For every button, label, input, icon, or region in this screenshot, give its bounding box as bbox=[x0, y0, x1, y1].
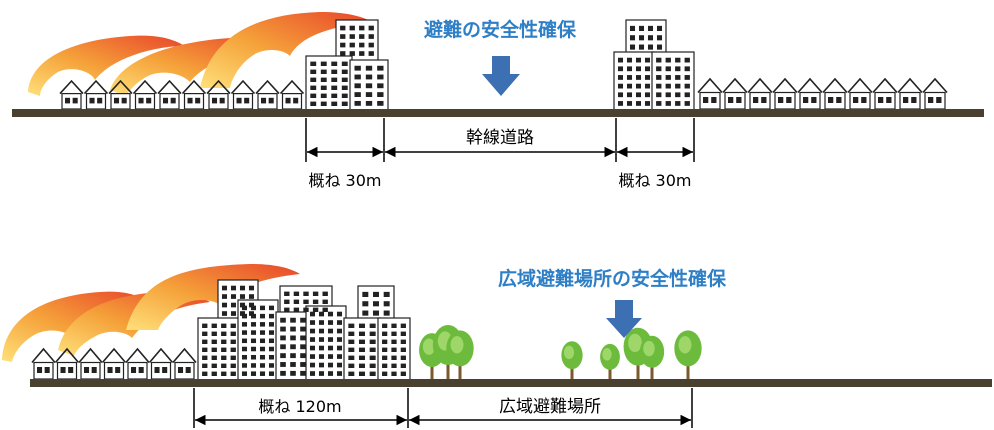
house-icon bbox=[181, 79, 207, 110]
house-icon bbox=[148, 347, 174, 380]
house-icon bbox=[83, 79, 109, 110]
tree-icon bbox=[639, 335, 665, 379]
dimension-lines-bottom bbox=[193, 388, 693, 428]
building-cluster-dense bbox=[197, 279, 411, 381]
house-icon bbox=[132, 79, 158, 110]
house-icon bbox=[255, 79, 280, 110]
dimension-lines-top bbox=[305, 118, 695, 162]
evacuation-site-label: 広域避難場所 bbox=[499, 397, 601, 417]
house-icon bbox=[872, 77, 898, 110]
tree-icon bbox=[674, 330, 702, 379]
down-arrow-icon bbox=[482, 56, 520, 96]
house-icon bbox=[797, 77, 823, 110]
ground-line bbox=[30, 379, 992, 387]
house-icon bbox=[157, 79, 182, 110]
right-width-label: 概ね 30m bbox=[618, 171, 691, 190]
house-icon bbox=[772, 77, 798, 110]
tree-icon bbox=[600, 343, 620, 379]
house-icon bbox=[206, 79, 231, 110]
house-icon bbox=[31, 347, 56, 380]
house-icon bbox=[78, 347, 103, 380]
bottom-panel: 広域避難場所の安全性確保 概ね 120m 広域避難場所 bbox=[2, 264, 992, 428]
callout-evacuation-site-safety: 広域避難場所の安全性確保 bbox=[498, 267, 727, 290]
house-icon bbox=[108, 79, 133, 110]
road-label: 幹線道路 bbox=[466, 127, 534, 148]
width-120m-label: 概ね 120m bbox=[258, 397, 341, 416]
tree-group bbox=[419, 325, 702, 379]
house-icon bbox=[697, 77, 723, 110]
left-width-label: 概ね 30m bbox=[308, 171, 381, 190]
tree-icon bbox=[446, 330, 474, 379]
house-icon bbox=[279, 79, 305, 110]
house-icon bbox=[922, 77, 948, 110]
ground-line bbox=[12, 109, 984, 117]
callout-evacuation-safety: 避難の安全性確保 bbox=[424, 18, 577, 41]
top-panel: 避難の安全性確保 幹線道路 概ね 30m 概ね 30m bbox=[12, 12, 984, 190]
house-icon bbox=[172, 347, 197, 380]
down-arrow-icon bbox=[606, 300, 642, 338]
tree-icon bbox=[561, 341, 583, 379]
house-icon bbox=[101, 347, 127, 380]
building-cluster-left bbox=[305, 19, 389, 111]
house-icon bbox=[230, 79, 256, 110]
house-row-left bbox=[59, 79, 305, 110]
house-icon bbox=[747, 77, 773, 110]
house-icon bbox=[722, 77, 748, 110]
house-icon bbox=[59, 79, 84, 110]
house-row-right bbox=[697, 77, 948, 110]
house-icon bbox=[125, 347, 150, 380]
house-icon bbox=[847, 77, 873, 110]
house-row-bottom bbox=[31, 347, 197, 380]
fire-icon bbox=[28, 12, 372, 96]
building-cluster-right bbox=[613, 19, 695, 111]
house-icon bbox=[897, 77, 923, 110]
house-icon bbox=[822, 77, 848, 110]
